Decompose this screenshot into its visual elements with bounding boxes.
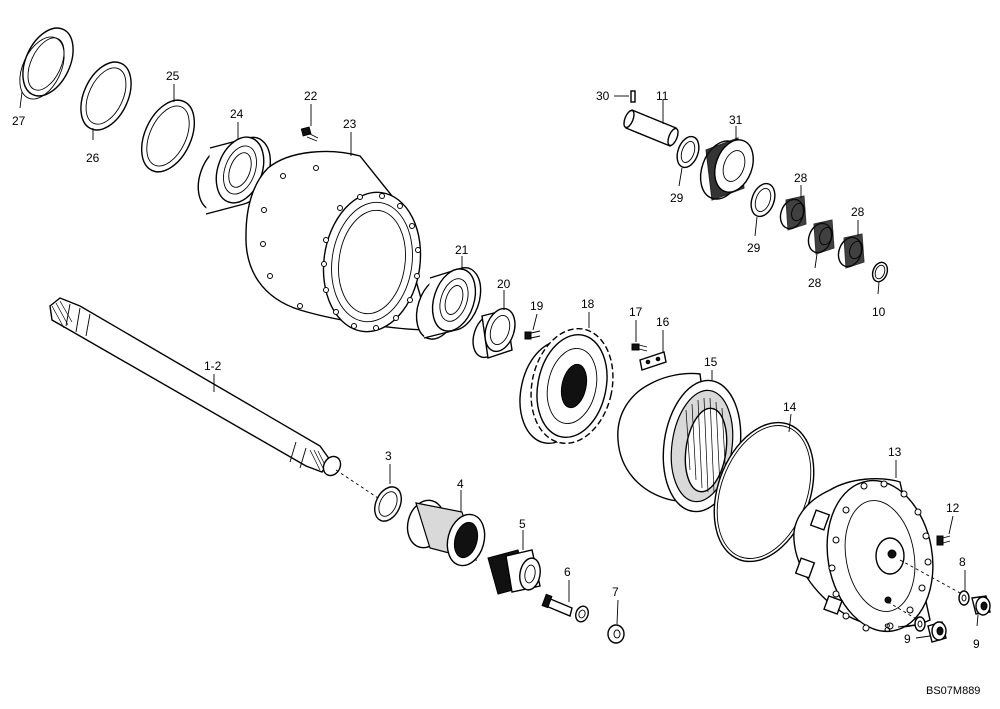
callout-6: 6	[564, 565, 571, 579]
part-19-bolt[interactable]	[524, 330, 541, 340]
callout-8-lower: 8	[884, 621, 891, 635]
part-28-needle-bearing-3[interactable]	[835, 233, 866, 270]
carrier-bolt-holes	[828, 480, 932, 632]
shaft-splines	[51, 300, 328, 471]
part-12-plug[interactable]	[936, 535, 951, 546]
callout-10: 10	[872, 305, 886, 319]
part-25-ring[interactable]	[131, 92, 205, 180]
part-5-sun-gear[interactable]	[487, 549, 543, 595]
callout-14: 14	[783, 400, 797, 414]
callout-4: 4	[457, 477, 464, 491]
part-31-planet-gear[interactable]	[693, 134, 760, 205]
part-13-planet-carrier[interactable]	[793, 472, 945, 640]
callout-9-upper: 9	[973, 637, 980, 651]
callout-28-a: 28	[794, 171, 808, 185]
callout-26: 26	[86, 151, 100, 165]
callout-21: 21	[455, 243, 469, 257]
part-21-bearing[interactable]	[409, 263, 483, 344]
part-10-snap-ring[interactable]	[870, 260, 890, 284]
part-20-slotted-nut[interactable]	[468, 305, 520, 361]
part-27-seal-ring[interactable]	[11, 20, 83, 106]
part-9-drain-plug-2[interactable]	[927, 621, 947, 643]
callout-13: 13	[888, 445, 902, 459]
part-16-lock-plate[interactable]	[639, 351, 667, 371]
callout-20: 20	[497, 277, 511, 291]
part-3-snap-ring[interactable]	[370, 483, 407, 526]
callout-28-b: 28	[808, 276, 822, 290]
part-29-thrust-washer[interactable]	[673, 134, 703, 171]
part-30-pin[interactable]	[630, 90, 636, 103]
part-29-thrust-washer-2[interactable]	[747, 180, 779, 219]
callout-11: 11	[656, 89, 669, 103]
callout-9-lower: 9	[904, 632, 911, 646]
figure-code: BS07M889	[926, 685, 980, 697]
callout-8-upper: 8	[959, 555, 966, 569]
part-8-seal-washer-2[interactable]	[914, 616, 926, 632]
hub-bolt-holes	[260, 165, 421, 331]
callout-29-upper: 29	[670, 191, 684, 205]
part-18-spur-gear[interactable]	[511, 321, 623, 451]
part-28-needle-bearing-2[interactable]	[805, 219, 836, 256]
part-7-nut[interactable]	[607, 624, 625, 644]
callout-30: 30	[596, 89, 610, 103]
part-8-seal-washer[interactable]	[958, 590, 970, 606]
part-17-bolt[interactable]	[631, 343, 648, 352]
callout-28-c: 28	[851, 205, 865, 219]
callout-24: 24	[230, 107, 244, 121]
callout-31: 31	[729, 113, 743, 127]
callout-17: 17	[629, 305, 643, 319]
callout-25: 25	[166, 69, 180, 83]
callout-7: 7	[612, 585, 619, 599]
callout-18: 18	[581, 297, 595, 311]
callout-1-2: 1-2	[204, 359, 222, 373]
callout-12: 12	[946, 501, 960, 515]
part-1-2-axle-shaft[interactable]	[49, 297, 344, 479]
part-26-ring[interactable]	[71, 54, 141, 138]
callout-16: 16	[656, 315, 670, 329]
part-22-bolt[interactable]	[300, 126, 319, 142]
part-4-coupling-sleeve[interactable]	[402, 496, 490, 570]
callout-3: 3	[385, 449, 392, 463]
callout-22: 22	[304, 89, 318, 103]
callout-19: 19	[530, 299, 544, 313]
part-28-needle-bearing[interactable]	[777, 195, 808, 232]
callout-29-lower: 29	[747, 241, 761, 255]
callout-5: 5	[519, 517, 526, 531]
callout-23: 23	[343, 117, 357, 131]
part-6-bolt[interactable]	[541, 593, 590, 623]
callout-27: 27	[12, 114, 26, 128]
part-11-planet-shaft[interactable]	[622, 109, 680, 147]
part-23-wheel-hub[interactable]	[245, 150, 431, 338]
part-9-drain-plug[interactable]	[971, 595, 991, 616]
callout-15: 15	[704, 355, 718, 369]
